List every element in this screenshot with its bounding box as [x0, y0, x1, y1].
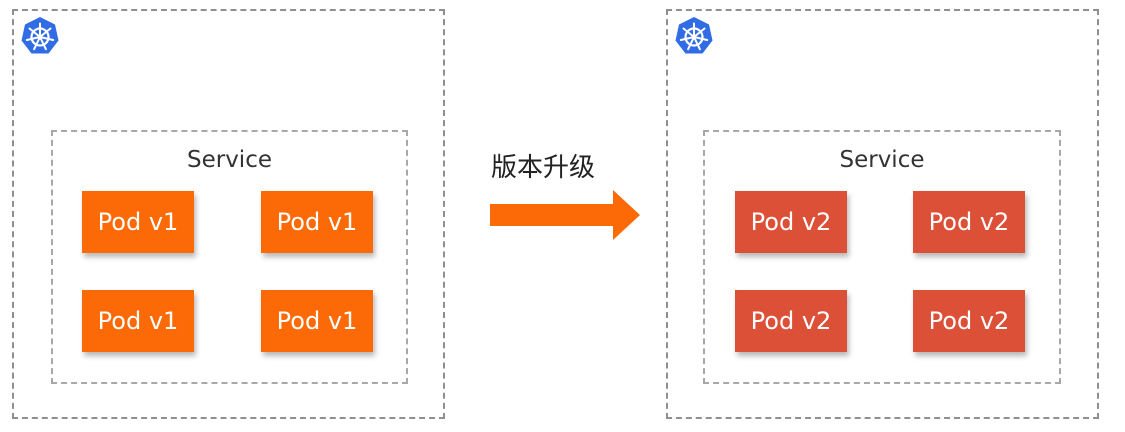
pod-v1-box: Pod v1 — [261, 191, 373, 253]
pod-v1-box: Pod v1 — [82, 290, 194, 352]
pod-v2-box: Pod v2 — [735, 290, 847, 352]
pod-v2-box: Pod v2 — [735, 191, 847, 253]
pod-v1-box: Pod v1 — [82, 191, 194, 253]
arrow-right-icon — [490, 190, 640, 240]
cluster-before — [12, 9, 445, 419]
pod-v2-box: Pod v2 — [913, 290, 1025, 352]
service-before: Service — [51, 130, 408, 384]
service-after: Service — [703, 130, 1061, 384]
kubernetes-logo-icon — [21, 17, 59, 54]
pod-v2-box: Pod v2 — [913, 191, 1025, 253]
upgrade-label: 版本升级 — [491, 153, 596, 183]
service-label: Service — [186, 147, 272, 173]
pod-v1-box: Pod v1 — [261, 290, 373, 352]
service-label: Service — [839, 147, 925, 173]
cluster-after — [666, 9, 1099, 419]
kubernetes-logo-icon — [675, 17, 713, 54]
